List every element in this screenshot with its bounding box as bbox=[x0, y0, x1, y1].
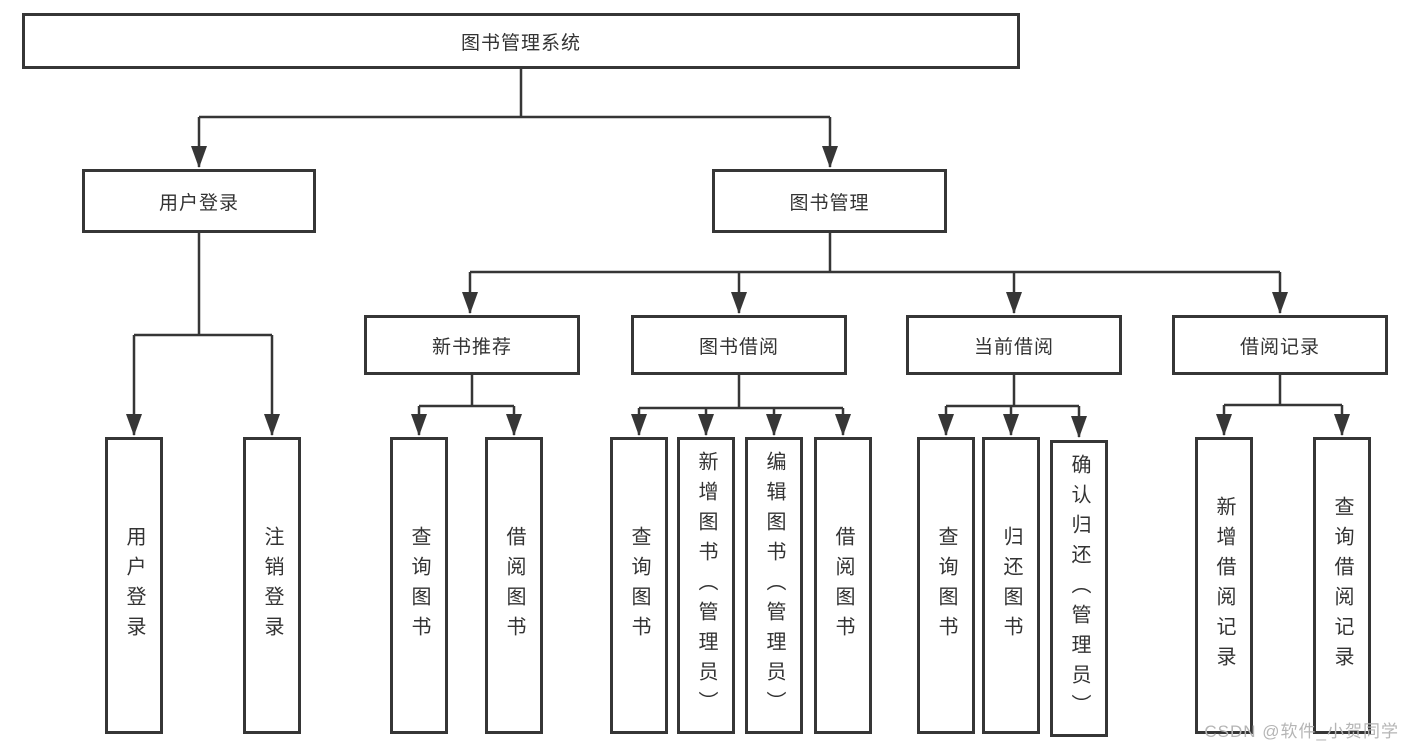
node-bb-add-books-admin: 新增图书（管理员） bbox=[677, 437, 735, 734]
node-label: 新增图书（管理员） bbox=[695, 450, 717, 721]
node-current-borrowing: 当前借阅 bbox=[906, 315, 1122, 375]
node-book-management: 图书管理 bbox=[712, 169, 947, 233]
node-br-query-record: 查询借阅记录 bbox=[1313, 437, 1371, 734]
node-nbr-query-books: 查询图书 bbox=[390, 437, 448, 734]
node-user-login-leaf: 用户登录 bbox=[105, 437, 163, 734]
node-label: 查询借阅记录 bbox=[1331, 495, 1353, 676]
node-bb-borrow-books: 借阅图书 bbox=[814, 437, 872, 734]
node-bb-edit-books-admin: 编辑图书（管理员） bbox=[745, 437, 803, 734]
node-label: 查询图书 bbox=[935, 525, 957, 646]
node-label: 新书推荐 bbox=[431, 336, 512, 358]
node-nbr-borrow-books: 借阅图书 bbox=[485, 437, 543, 734]
csdn-watermark: CSDN @软件_小贺同学 bbox=[1204, 722, 1399, 741]
node-label: 借阅图书 bbox=[503, 525, 525, 646]
node-cb-return-books: 归还图书 bbox=[982, 437, 1040, 734]
node-logout: 注销登录 bbox=[243, 437, 301, 734]
node-bb-query-books: 查询图书 bbox=[610, 437, 668, 734]
node-label: 图书借阅 bbox=[698, 336, 779, 358]
node-label: 当前借阅 bbox=[973, 336, 1054, 358]
node-label: 注销登录 bbox=[261, 525, 283, 646]
node-label: 查询图书 bbox=[408, 525, 430, 646]
node-label: 新增借阅记录 bbox=[1213, 495, 1235, 676]
node-label: 确认归还（管理员） bbox=[1068, 453, 1090, 724]
node-book-management-system: 图书管理系统 bbox=[22, 13, 1020, 69]
node-label: 用户登录 bbox=[158, 192, 239, 214]
node-label: 图书管理系统 bbox=[460, 32, 581, 54]
node-label: 查询图书 bbox=[628, 525, 650, 646]
node-label: 借阅记录 bbox=[1239, 336, 1320, 358]
node-label: 借阅图书 bbox=[832, 525, 854, 646]
node-cb-confirm-return-admin: 确认归还（管理员） bbox=[1050, 440, 1108, 737]
node-user-login: 用户登录 bbox=[82, 169, 316, 233]
node-label: 归还图书 bbox=[1000, 525, 1022, 646]
node-label: 编辑图书（管理员） bbox=[763, 450, 785, 721]
node-new-book-recommend: 新书推荐 bbox=[364, 315, 580, 375]
node-br-add-record: 新增借阅记录 bbox=[1195, 437, 1253, 734]
node-label: 图书管理 bbox=[789, 192, 870, 214]
node-cb-query-books: 查询图书 bbox=[917, 437, 975, 734]
node-label: 用户登录 bbox=[123, 525, 145, 646]
node-book-borrowing: 图书借阅 bbox=[631, 315, 847, 375]
node-borrowing-records: 借阅记录 bbox=[1172, 315, 1388, 375]
